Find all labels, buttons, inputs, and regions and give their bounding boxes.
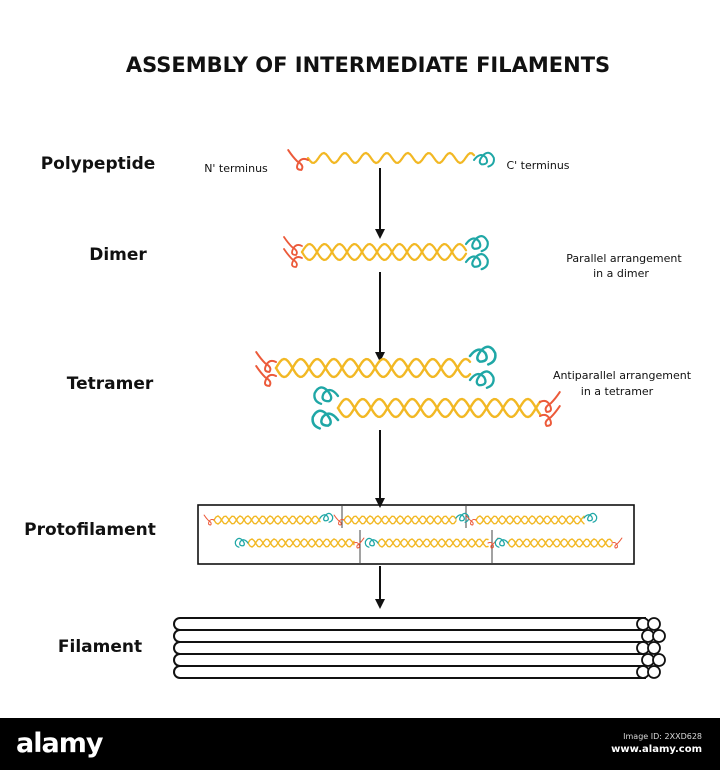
antiparallel-label-line1: Antiparallel arrangement: [553, 369, 692, 382]
c-terminus-tail: [468, 345, 497, 366]
filament-bundle: [173, 617, 666, 679]
filament-rod-cap: [173, 629, 181, 643]
helix-strand: [507, 538, 613, 548]
polypeptide-chain: [306, 151, 476, 165]
n-terminus-tail: [465, 514, 477, 526]
c-terminus-tail: [494, 537, 509, 548]
helix-strand: [343, 515, 457, 525]
n-terminus-tail: [255, 351, 277, 373]
stage-label-dimer: Dimer: [89, 245, 147, 265]
c-terminus-label: C' terminus: [506, 159, 569, 172]
helix-strand: [247, 538, 355, 548]
n-terminus-tail: [287, 149, 309, 171]
polypeptide-strand: [287, 149, 495, 171]
tetramer-helix-bottom: [336, 397, 542, 419]
c-terminus-tail: [319, 512, 334, 523]
c-terminus-tail: [464, 253, 489, 271]
helix-strand: [475, 515, 585, 525]
footer-bar: alamy Image ID: 2XXD628 www.alamy.com: [0, 718, 720, 770]
c-terminus-tail: [313, 386, 340, 405]
stage-label-filament: Filament: [58, 637, 142, 657]
filament-rod-cap: [173, 641, 181, 655]
helix-strand: [336, 397, 542, 419]
n-terminus-tail: [333, 514, 345, 526]
n-terminus-tail: [283, 236, 303, 256]
stage-label-protofilament: Protofilament: [24, 520, 156, 540]
segment-divider: [341, 505, 493, 564]
stage-label-tetramer: Tetramer: [67, 374, 154, 394]
helix-strand: [300, 242, 468, 262]
parallel-label-line1: Parallel arrangement: [566, 252, 682, 265]
proto-helix-bottom: [377, 538, 489, 548]
antiparallel-label-line2: in a tetramer: [581, 385, 654, 398]
footer-site: www.alamy.com: [611, 744, 702, 755]
c-terminus-tail: [234, 537, 249, 548]
assembly-diagram: ASSEMBLY OF INTERMEDIATE FILAMENTS Polyp…: [24, 53, 692, 679]
tetramer-antiparallel: [255, 345, 561, 430]
n-terminus-tail: [283, 248, 303, 268]
filament-rod-cap: [173, 665, 181, 679]
stage-label-polypeptide: Polypeptide: [41, 154, 156, 174]
n-terminus-tail: [539, 391, 561, 413]
proto-helix-bottom: [247, 538, 355, 548]
n-terminus-label: N' terminus: [204, 162, 268, 175]
c-terminus-tail: [468, 370, 495, 389]
helix-strand: [377, 538, 489, 548]
parallel-label-line2: in a dimer: [593, 267, 649, 280]
helix-strand: [213, 515, 321, 525]
helix-strand: [300, 242, 468, 262]
protofilament-frame: [197, 504, 635, 565]
helix-strand: [343, 515, 457, 525]
dimer-coiled-coil: [283, 235, 489, 271]
helix-strand: [213, 515, 321, 525]
n-terminus-tail: [611, 537, 623, 549]
filament-rod-end: [652, 653, 666, 667]
n-terminus-tail: [353, 537, 365, 549]
n-terminus-tail: [255, 365, 277, 387]
c-terminus-tail: [364, 537, 379, 548]
c-terminus-tail: [464, 235, 489, 253]
tetramer-helix-top: [274, 357, 472, 379]
dimer-helix: [300, 242, 468, 262]
c-terminus-tail: [455, 512, 470, 523]
filament-rod-end: [647, 665, 661, 679]
helix-strand: [274, 357, 472, 379]
helix-strand: [507, 538, 613, 548]
c-terminus-tail: [473, 151, 495, 168]
helix-strand: [247, 538, 355, 548]
filament-rod-end: [647, 617, 661, 631]
filament-rod-end: [652, 629, 666, 643]
proto-helix-top: [475, 515, 585, 525]
filament-rod-end: [647, 641, 661, 655]
c-terminus-tail: [311, 409, 340, 430]
footer-brand: alamy: [16, 728, 103, 759]
n-terminus-tail: [203, 514, 215, 526]
proto-helix-bottom: [507, 538, 613, 548]
c-terminus-tail: [583, 512, 598, 523]
filament-rod-cap: [173, 617, 181, 631]
proto-helix-top: [213, 515, 321, 525]
filament-rod-cap: [173, 653, 181, 667]
footer-image-id: Image ID: 2XXD628: [623, 732, 702, 741]
proto-helix-top: [343, 515, 457, 525]
n-terminus-tail: [539, 405, 561, 427]
diagram-title: ASSEMBLY OF INTERMEDIATE FILAMENTS: [126, 53, 610, 77]
helix-strand: [377, 538, 489, 548]
protofilament-box: [197, 504, 635, 565]
